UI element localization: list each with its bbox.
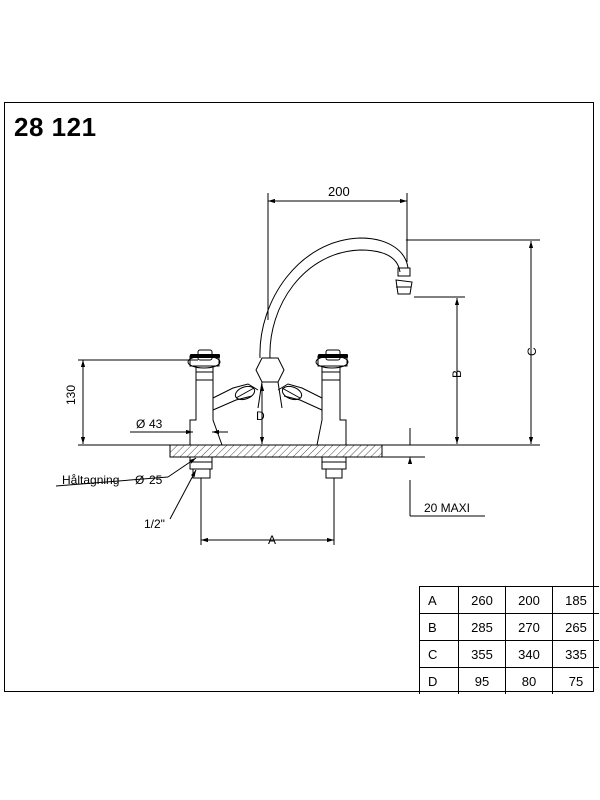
table-cell: 335 xyxy=(552,640,599,668)
drawing-frame xyxy=(4,102,594,692)
thread-size-label: 1/2" xyxy=(144,517,165,531)
row-label: D xyxy=(419,667,459,694)
table-cell: 80 xyxy=(505,667,553,694)
base-diameter-label: 43 xyxy=(149,417,163,431)
spout-reach-label: 200 xyxy=(328,184,350,199)
thickness-label: 20 MAXI xyxy=(424,501,470,515)
d-label: D xyxy=(256,409,265,423)
hole-label: Håltagning xyxy=(62,473,119,487)
table-cell: 260 xyxy=(458,586,506,614)
table-cell: 265 xyxy=(552,613,599,641)
table-cell: 95 xyxy=(458,667,506,694)
table-cell: 340 xyxy=(505,640,553,668)
deck-plate xyxy=(169,444,383,458)
hole-diameter-label: 25 xyxy=(149,473,163,487)
table-cell: 185 xyxy=(552,586,599,614)
row-label: B xyxy=(419,613,459,641)
row-label: C xyxy=(419,640,459,668)
left-handle xyxy=(190,349,220,361)
right-handle xyxy=(318,349,348,361)
table-cell: 285 xyxy=(458,613,506,641)
c-label: C xyxy=(525,347,539,356)
row-label: A xyxy=(419,586,459,614)
a-label: A xyxy=(268,533,276,547)
b-label: B xyxy=(450,370,464,378)
diameter-symbol-25: Ø xyxy=(135,473,144,487)
model-number: 28 121 xyxy=(14,112,97,142)
height-label: 130 xyxy=(64,385,78,405)
table-cell: 355 xyxy=(458,640,506,668)
diameter-symbol-43: Ø xyxy=(136,417,145,431)
table-cell: 270 xyxy=(505,613,553,641)
table-cell: 75 xyxy=(552,667,599,694)
table-cell: 200 xyxy=(505,586,553,614)
